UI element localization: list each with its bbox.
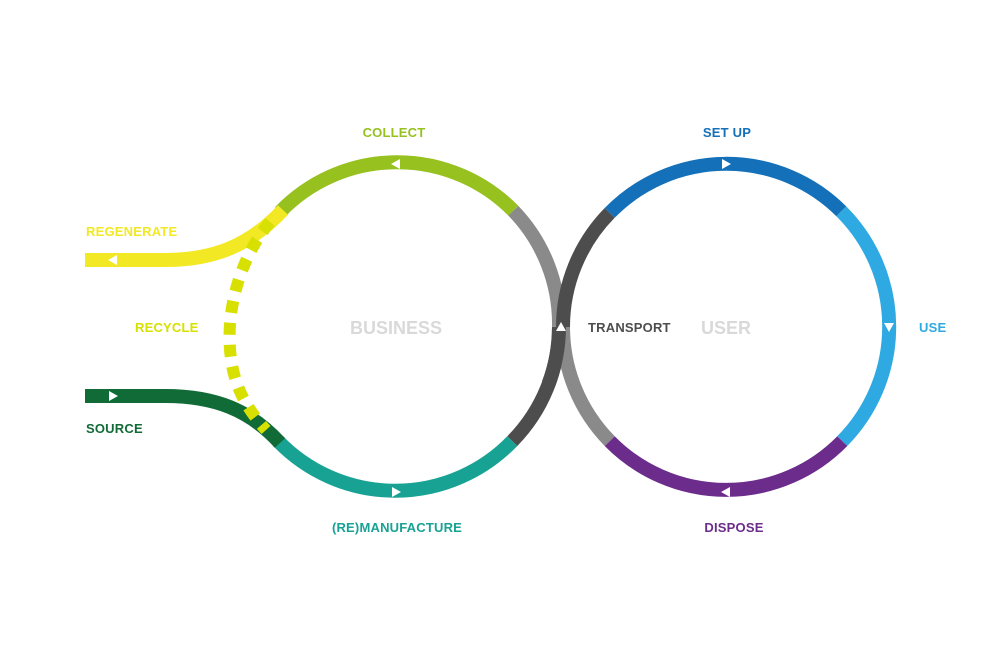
transport-label: TRANSPORT [588, 320, 671, 335]
regenerate-label: REGENERATE [86, 224, 177, 239]
use-label: USE [919, 320, 946, 335]
source-path [85, 389, 286, 448]
regenerate-arrow-icon [108, 255, 117, 265]
setup-arc [604, 156, 847, 218]
regenerate-path [85, 205, 289, 267]
transport-arc-business-lower-top [541, 326, 566, 387]
dispose-arc [604, 436, 848, 497]
setup-arrow-icon [722, 159, 731, 169]
business-center-label: BUSINESS [350, 318, 442, 338]
collect-arc [274, 155, 519, 217]
recycle-label: RECYCLE [135, 320, 199, 335]
source-arrow-icon [109, 391, 118, 401]
use-arc [836, 206, 897, 447]
transport-arrow-icon [556, 322, 566, 331]
collect-arrow-icon [391, 159, 400, 169]
dispose-arrow-icon [721, 487, 730, 497]
transport-arc-business-upper [508, 205, 567, 328]
remanufacture-arrow-icon [392, 487, 401, 497]
user-center-label: USER [701, 318, 751, 338]
collect-label: COLLECT [363, 125, 426, 140]
remanufacture-arc [272, 436, 518, 498]
transport-arc-user-lower [556, 326, 615, 447]
setup-label: SET UP [703, 125, 751, 140]
source-label: SOURCE [86, 421, 143, 436]
recycle-path [223, 218, 275, 435]
dispose-label: DISPOSE [704, 520, 763, 535]
remanufacture-label: (RE)MANUFACTURE [332, 520, 462, 535]
use-arrow-icon [884, 323, 894, 332]
transport-arc-user-upper [556, 207, 615, 328]
